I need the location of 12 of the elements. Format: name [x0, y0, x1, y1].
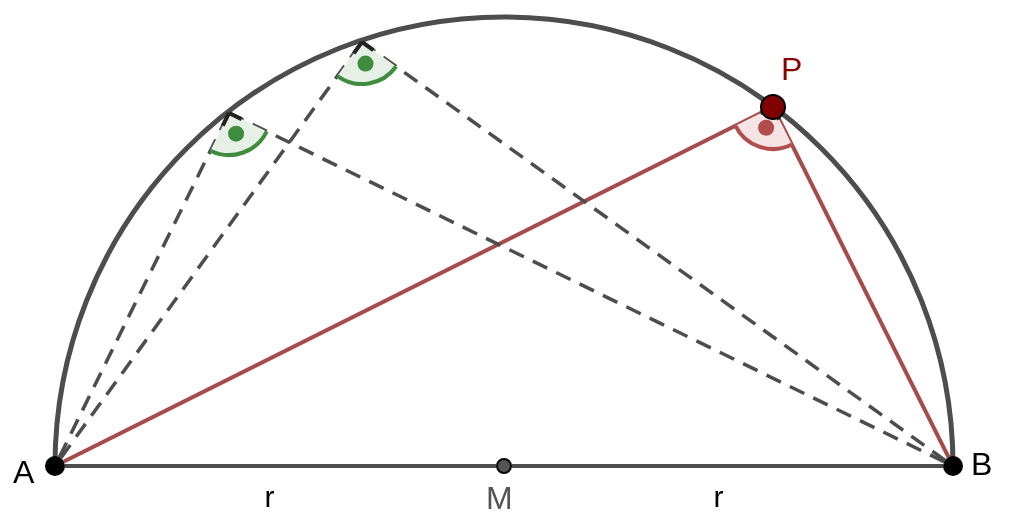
point-label: B — [971, 448, 993, 480]
right-angle-mark — [336, 40, 398, 86]
right-angle-mark — [209, 111, 269, 157]
point-label: M — [486, 482, 513, 514]
edge-label: r — [264, 482, 275, 512]
line-segment — [777, 117, 951, 458]
point-label: P — [781, 53, 803, 85]
point-label: A — [13, 456, 35, 488]
edge-label: r — [713, 482, 724, 512]
line-segment — [512, 464, 943, 468]
line-segment — [63, 111, 763, 464]
line-segment — [65, 464, 496, 468]
